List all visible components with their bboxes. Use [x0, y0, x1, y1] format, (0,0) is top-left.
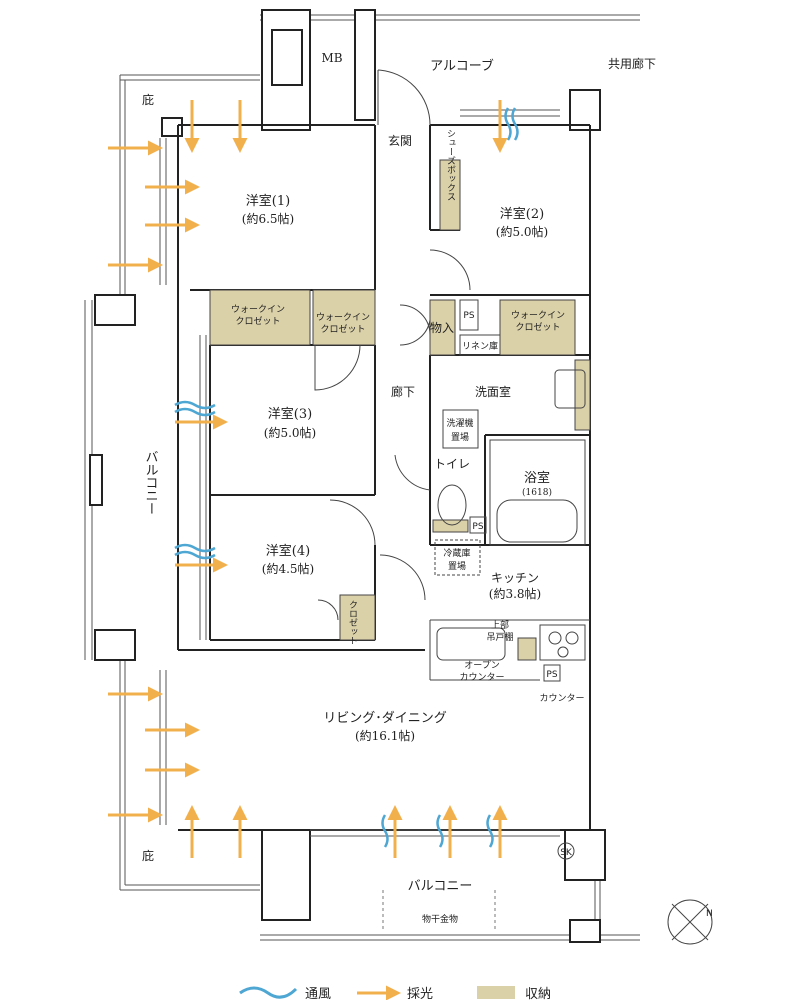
toilet-bowl: [437, 484, 467, 526]
counter-line: [429, 619, 590, 681]
ldk-name: リビング･ダイニング: [323, 711, 447, 726]
ps1-label: PS: [463, 311, 474, 321]
room2-size: (約5.0帖): [496, 224, 548, 239]
fridge-box: [434, 539, 481, 576]
toilet-label: トイレ: [434, 457, 470, 471]
drying-rack-lines: [382, 890, 496, 930]
wash-storage-area: [574, 359, 591, 431]
upper-cabinet-area: [517, 637, 537, 661]
ldk-size: (約16.1帖): [355, 728, 415, 743]
legend-wind-icon: [239, 986, 298, 999]
alcove-label: アルコーブ: [430, 58, 494, 74]
storage-areas: [209, 159, 591, 661]
balcony-bottom-label: バルコニー: [408, 879, 473, 894]
kitchen-size: (約3.8帖): [489, 586, 541, 601]
shoe-box-area: [439, 159, 461, 231]
shoe-box-label: シューズボックス: [445, 129, 456, 201]
legend-storage-icon: [477, 986, 515, 999]
wic1-area: [209, 289, 311, 346]
bath-name: 浴室: [524, 470, 550, 486]
upper-cabinet-line1: 上部: [491, 619, 509, 631]
washer-line1: 洗濯機: [446, 417, 473, 429]
ps3-label: PS: [546, 670, 557, 680]
door-swings: [314, 69, 471, 621]
wic2-line2: クロゼット: [320, 323, 365, 335]
room4-size: (約4.5帖): [262, 561, 314, 576]
ps-box-1: [459, 299, 479, 331]
room-labels: MB アルコーブ 共用廊下 庇 玄関 シューズボックス 洋室(1) (約6.5帖…: [142, 51, 656, 925]
toilet-storage-area: [432, 519, 469, 533]
legend-wind-label: 通風: [305, 987, 331, 1000]
bath-size: (1618): [522, 487, 552, 498]
compass-north: N: [706, 909, 713, 919]
sink: [436, 627, 506, 661]
counter-label: カウンター: [539, 693, 584, 704]
wic1-line2: クロゼット: [235, 315, 280, 327]
upper-cabinet-line2: 吊戸棚: [486, 631, 513, 643]
legend-storage-label: 収納: [525, 987, 551, 1000]
bath-inner: [489, 439, 586, 546]
closet-label: クロゼット: [347, 600, 358, 645]
drying-rack-label: 物干金物: [422, 913, 458, 925]
wic1-line1: ウォークイン: [231, 304, 285, 315]
washer-line2: 置場: [451, 431, 469, 443]
open-counter-line1: オープン: [464, 660, 499, 671]
fixtures: [429, 299, 590, 860]
room3-size: (約5.0帖): [264, 425, 316, 440]
stove: [539, 624, 586, 661]
light-arrows: [108, 100, 508, 858]
ps-box-2: [469, 516, 487, 534]
common-corridor-label: 共用廊下: [608, 56, 656, 71]
linen-box: [459, 334, 501, 356]
mb-label: MB: [321, 51, 342, 65]
compass: [667, 899, 713, 945]
wash-basin: [554, 369, 586, 409]
eaves-bottom-label: 庇: [142, 848, 154, 863]
corridor-label: 廊下: [391, 384, 415, 399]
linen-label: リネン庫: [462, 340, 498, 352]
wic3-line1: ウォークイン: [511, 310, 565, 321]
legend-light-label: 採光: [407, 987, 433, 1000]
washroom-label: 洗面室: [475, 384, 511, 399]
storage-area: [429, 299, 456, 356]
closet-area: [339, 594, 376, 641]
kitchen-name: キッチン: [491, 571, 539, 585]
fridge-line1: 冷蔵庫: [443, 547, 470, 559]
ps-box-3: [543, 664, 561, 682]
eaves-top-label: 庇: [142, 92, 154, 107]
sk-label: SK: [560, 848, 573, 858]
legend: 通風 採光 収納: [239, 985, 551, 1000]
balcony-side-label: バルコニー: [143, 450, 159, 515]
wic2-area: [312, 289, 376, 346]
washer-box: [442, 409, 479, 449]
wind-marks: [174, 107, 519, 848]
room3-name: 洋室(3): [268, 406, 312, 422]
fridge-line2: 置場: [448, 560, 466, 572]
wic3-area: [499, 299, 576, 356]
balcony-outlines: [84, 14, 640, 941]
windows: [159, 109, 560, 837]
room1-name: 洋室(1): [246, 193, 290, 209]
entrance-label: 玄関: [388, 133, 412, 148]
storage-mono-label: 物入: [430, 321, 454, 335]
room1-size: (約6.5帖): [242, 211, 294, 226]
ps2-label: PS: [472, 522, 483, 532]
room4-name: 洋室(4): [266, 543, 310, 559]
bathtub: [496, 499, 578, 543]
open-counter-line2: カウンター: [459, 672, 504, 683]
sk-mark: [557, 842, 575, 860]
wic2-line1: ウォークイン: [316, 312, 370, 323]
wic3-line2: クロゼット: [515, 321, 560, 333]
room2-name: 洋室(2): [500, 206, 544, 222]
